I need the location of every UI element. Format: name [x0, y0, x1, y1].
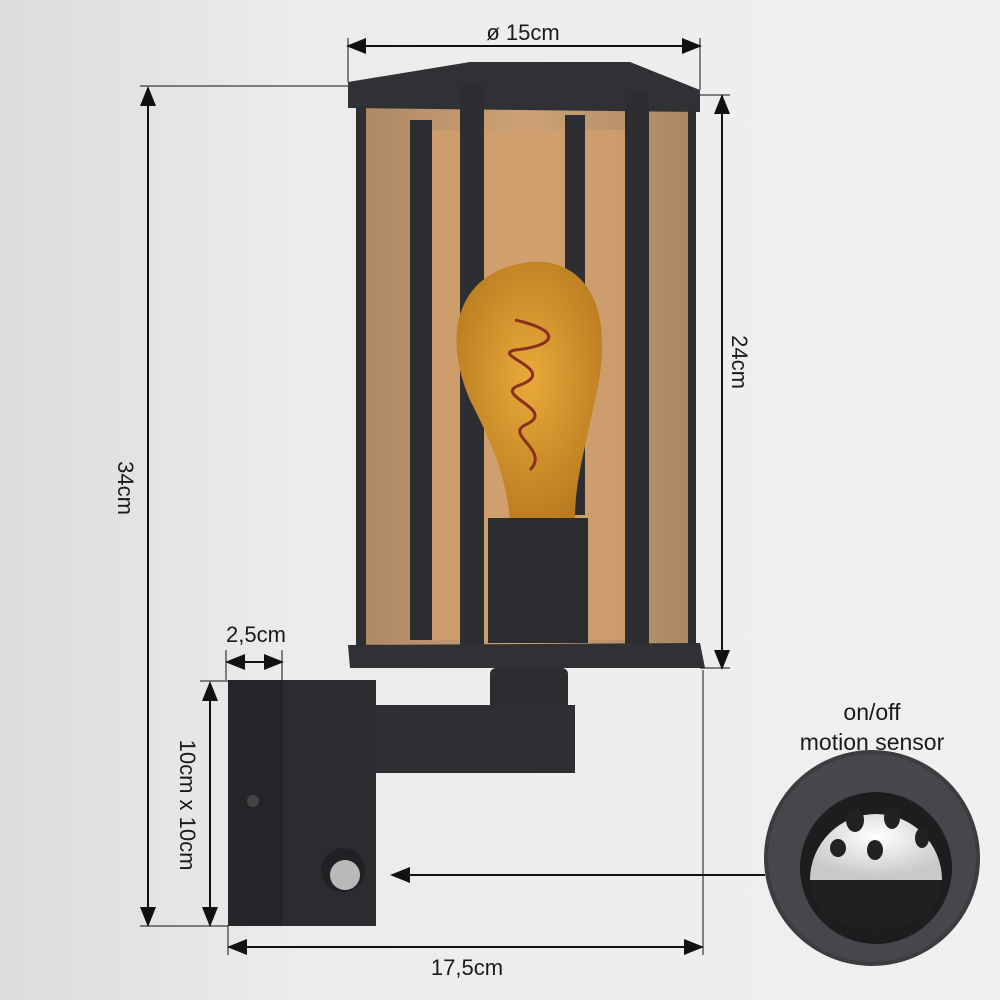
bulb-filament [507, 318, 550, 472]
callout-line-2: motion sensor [800, 729, 945, 755]
callout-line-1: on/off [843, 699, 901, 725]
edison-bulb [456, 262, 603, 520]
lantern-top-frame [348, 62, 700, 112]
base-size-label: 10cm x 10cm [175, 740, 200, 871]
glass-height-label: 24cm [727, 335, 752, 389]
lantern [228, 62, 705, 926]
lantern-bottom-frame [348, 643, 705, 668]
projection-label: 17,5cm [431, 955, 503, 980]
motion-sensor-closeup [764, 750, 980, 966]
dimension-lines [140, 38, 765, 955]
base-depth-label: 2,5cm [226, 622, 286, 647]
diameter-label: ø 15cm [486, 20, 559, 45]
bulb-socket [488, 518, 588, 643]
total-height-label: 34cm [113, 461, 138, 515]
